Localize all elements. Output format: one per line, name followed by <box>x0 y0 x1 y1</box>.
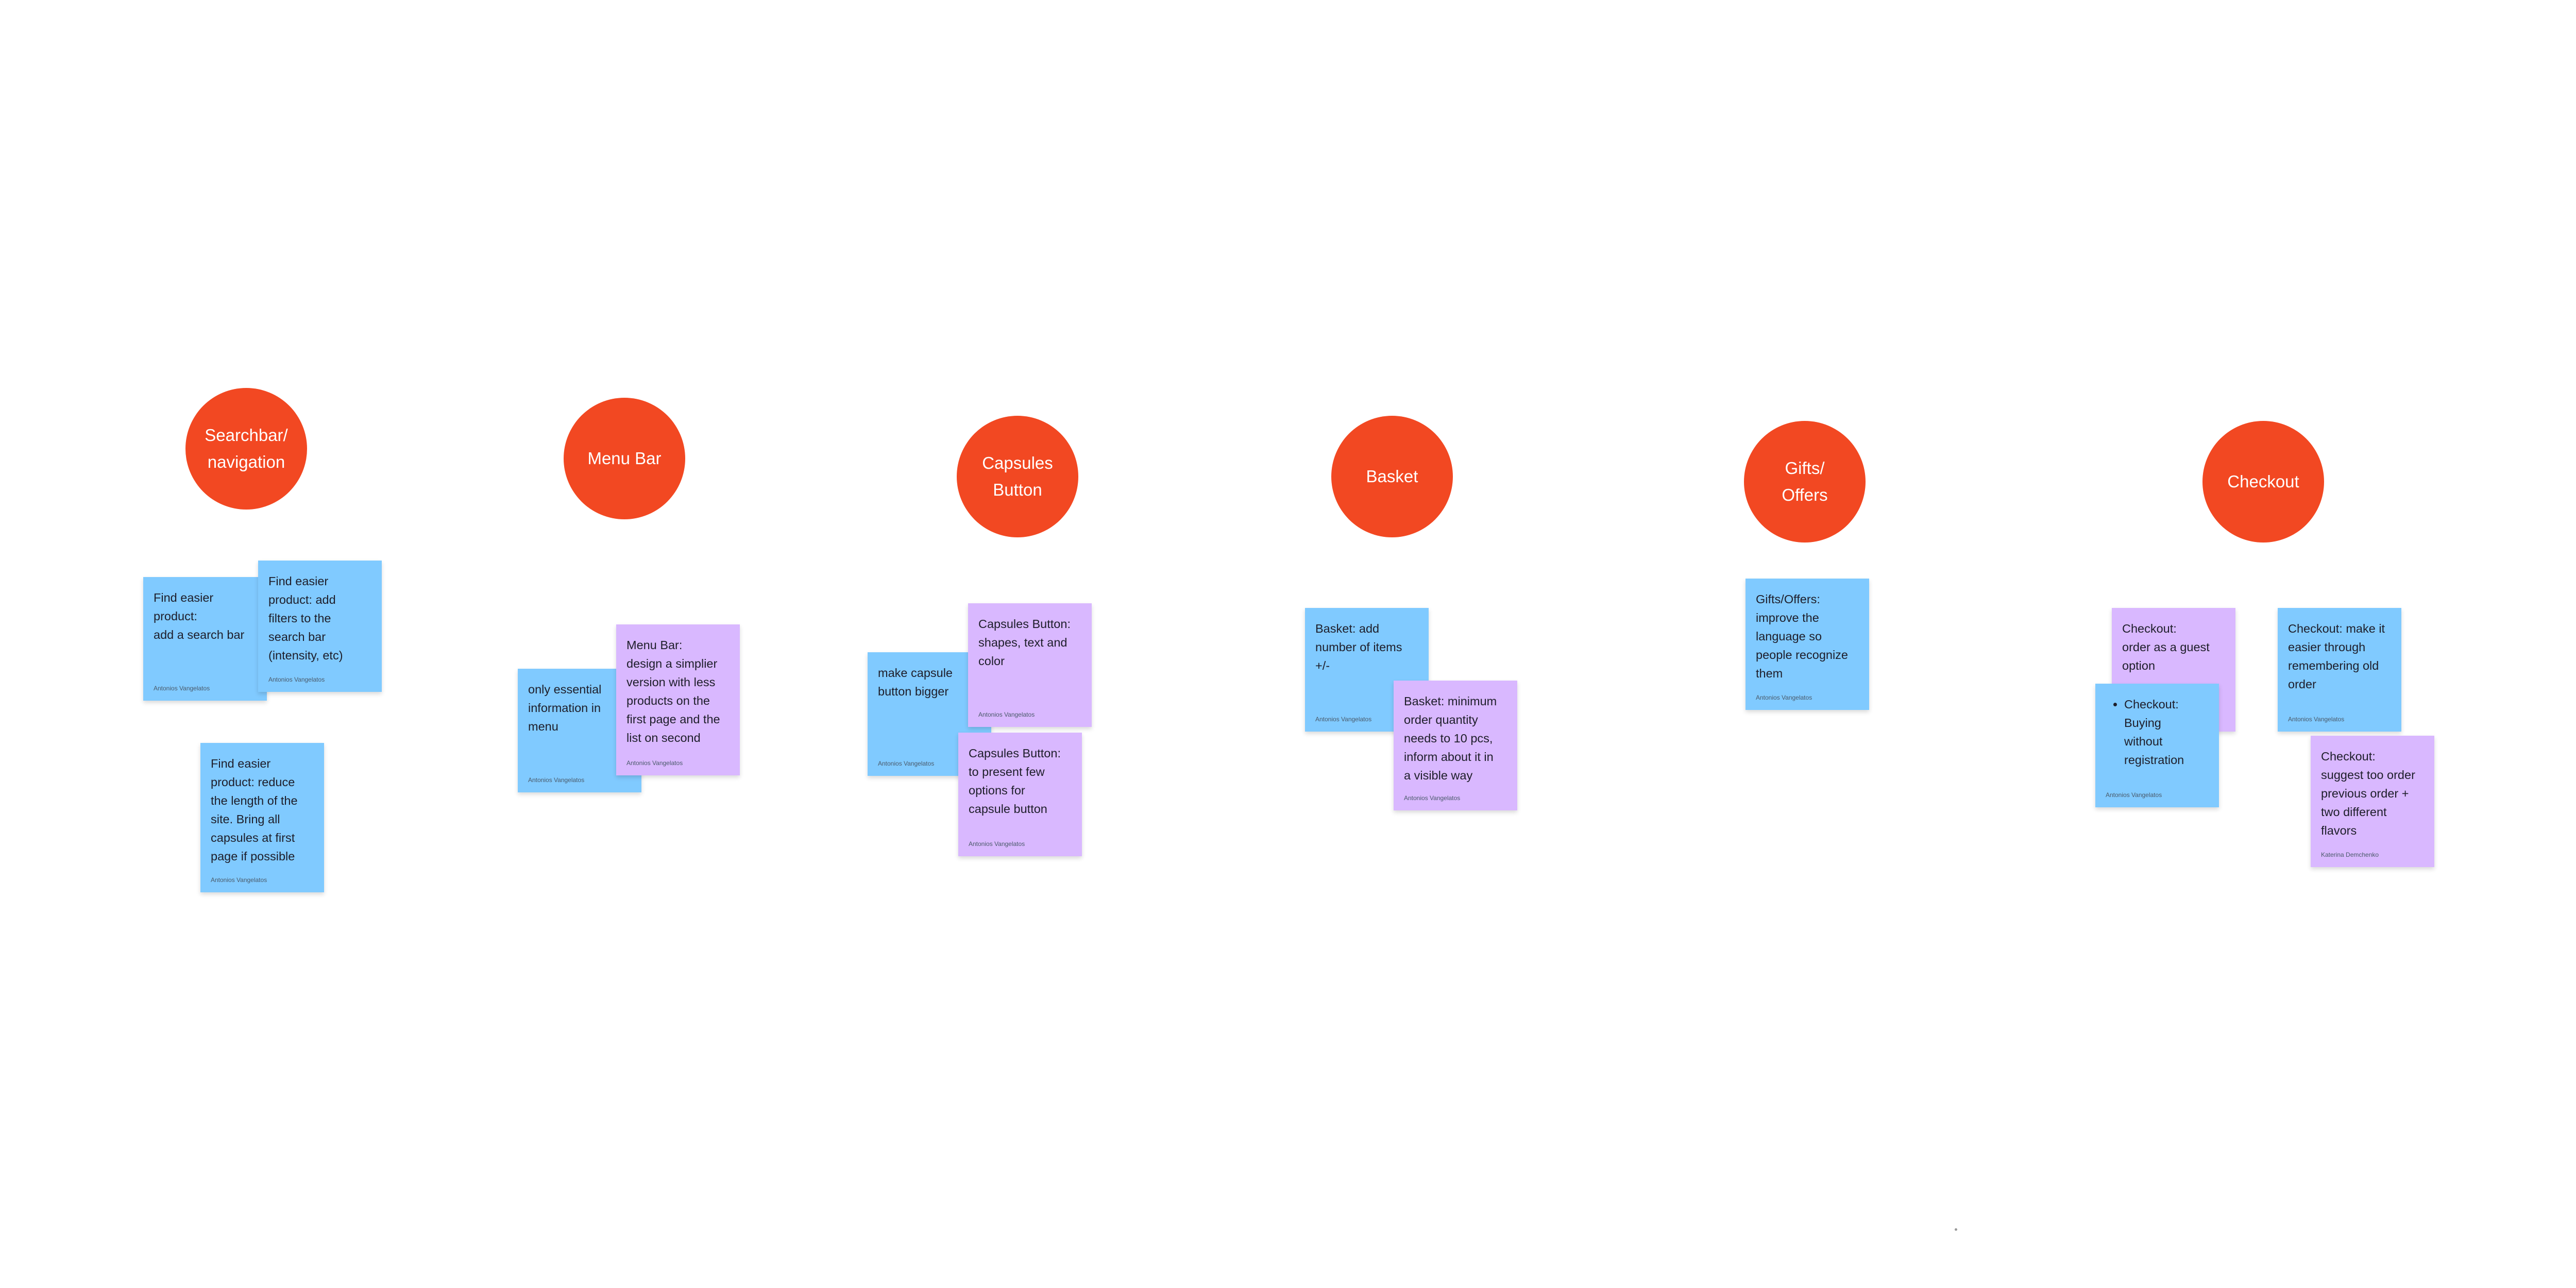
sticky-author: Antonios Vangelatos <box>1756 694 1812 701</box>
sticky-note[interactable]: Menu Bar: design a simplier version with… <box>616 624 740 775</box>
sticky-note[interactable]: Checkout: suggest too order previous ord… <box>2311 736 2434 867</box>
sticky-text: only essential information in menu <box>528 683 602 733</box>
sticky-author: Antonios Vangelatos <box>211 876 267 884</box>
topic-basket[interactable]: Basket <box>1331 416 1453 537</box>
sticky-author: Antonios Vangelatos <box>1404 794 1461 802</box>
sticky-text: Find easier product: reduce the length o… <box>211 757 298 863</box>
sticky-note[interactable]: Find easier product: reduce the length o… <box>200 743 324 892</box>
sticky-text: Checkout: suggest too order previous ord… <box>2321 750 2415 837</box>
sticky-author: Antonios Vangelatos <box>154 685 210 692</box>
sticky-author: Antonios Vangelatos <box>268 676 325 683</box>
sticky-note[interactable]: Capsules Button: shapes, text and color … <box>968 603 1092 727</box>
canvas-dot <box>1955 1228 1957 1231</box>
sticky-author: Antonios Vangelatos <box>978 711 1035 718</box>
sticky-author: Antonios Vangelatos <box>528 776 585 784</box>
sticky-note[interactable]: Checkout: Buying without registration An… <box>2095 684 2219 807</box>
sticky-text: Basket: minimum order quantity needs to … <box>1404 694 1497 782</box>
sticky-text: Find easier product: add filters to the … <box>268 574 343 662</box>
sticky-author: Katerina Demchenko <box>2321 851 2379 858</box>
topic-gifts-offers[interactable]: Gifts/ Offers <box>1744 421 1866 543</box>
sticky-text: Checkout: make it easier through remembe… <box>2288 622 2385 691</box>
topic-checkout[interactable]: Checkout <box>2202 421 2324 543</box>
sticky-note[interactable]: Capsules Button: to present few options … <box>958 733 1082 856</box>
sticky-text: Capsules Button: to present few options … <box>969 747 1061 816</box>
sticky-note[interactable]: Gifts/Offers: improve the language so pe… <box>1745 579 1869 710</box>
topic-capsules-button[interactable]: Capsules Button <box>957 416 1078 537</box>
sticky-author: Antonios Vangelatos <box>626 759 683 767</box>
sticky-note[interactable]: Find easier product: add a search bar An… <box>143 577 267 701</box>
sticky-author: Antonios Vangelatos <box>969 840 1025 848</box>
sticky-text: Checkout: order as a guest option <box>2122 622 2210 672</box>
sticky-text: Find easier product: add a search bar <box>154 591 245 641</box>
sticky-text: Capsules Button: shapes, text and color <box>978 617 1071 668</box>
sticky-author: Antonios Vangelatos <box>2106 791 2162 799</box>
sticky-note[interactable]: Checkout: make it easier through remembe… <box>2278 608 2401 732</box>
topic-menu-bar[interactable]: Menu Bar <box>564 398 685 519</box>
sticky-note[interactable]: Find easier product: add filters to the … <box>258 561 382 692</box>
sticky-text: Menu Bar: design a simplier version with… <box>626 638 720 744</box>
bullet-list: Checkout: Buying without registration <box>2106 695 2209 769</box>
sticky-text: make capsule button bigger <box>878 666 953 698</box>
sticky-text: Checkout: Buying without registration <box>2124 695 2209 769</box>
sticky-author: Antonios Vangelatos <box>878 760 935 767</box>
sticky-text: Gifts/Offers: improve the language so pe… <box>1756 592 1848 680</box>
topic-searchbar-navigation[interactable]: Searchbar/ navigation <box>185 388 307 510</box>
sticky-note[interactable]: Basket: minimum order quantity needs to … <box>1394 681 1517 810</box>
sticky-author: Antonios Vangelatos <box>2288 716 2345 723</box>
sticky-text: Basket: add number of items +/- <box>1315 622 1402 672</box>
sticky-author: Antonios Vangelatos <box>1315 716 1372 723</box>
